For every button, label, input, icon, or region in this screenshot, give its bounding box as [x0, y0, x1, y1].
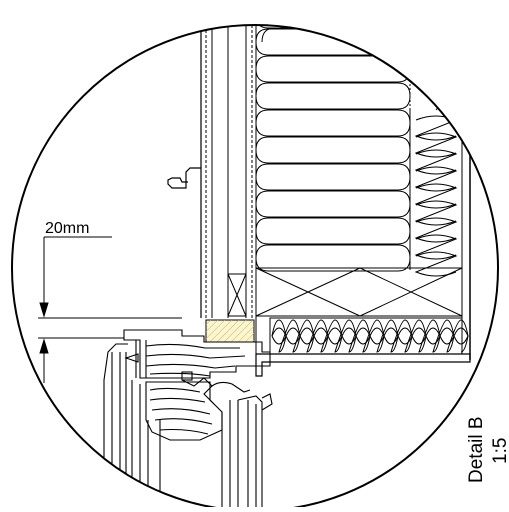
right-insulation — [409, 89, 471, 360]
dimension-arrow-down — [39, 302, 49, 318]
insulation-loop — [414, 149, 458, 175]
dimension-annotation — [38, 236, 182, 383]
insulation-batt — [255, 244, 411, 272]
detail-circle — [11, 24, 499, 512]
detail-scale: 1:5 — [490, 438, 509, 464]
insulation-batt — [255, 217, 411, 245]
insulation-batts — [255, 25, 411, 270]
hatched-seal — [205, 319, 255, 343]
insulation-batt — [255, 190, 411, 218]
window-frame — [103, 329, 273, 507]
timber-batten — [227, 273, 247, 317]
insulation-batt — [255, 28, 411, 56]
insulation-batt — [255, 55, 411, 83]
insulation-loop — [414, 132, 458, 158]
insulation-loop — [414, 217, 458, 243]
wall-cross-zone — [255, 267, 463, 317]
insulation-batt — [255, 163, 411, 191]
insulation-loop — [414, 234, 458, 260]
dimension-label: 20mm — [45, 220, 89, 237]
dimension-arrow-up — [39, 338, 49, 354]
insulation-batt — [255, 25, 411, 29]
insulation-loop — [414, 251, 458, 277]
detail-title: Detail B — [466, 416, 487, 483]
insulation-batt — [255, 136, 411, 164]
insulation-loop — [414, 183, 458, 209]
insulation-loop — [414, 200, 458, 226]
detail-contents — [103, 25, 471, 507]
lintel-plate — [255, 318, 471, 377]
lintel-insulation-loop — [453, 327, 469, 345]
insulation-batt — [255, 109, 411, 137]
insulation-batt-rows — [255, 25, 411, 272]
cladding-bracket — [167, 167, 201, 189]
lintel-insulation — [269, 317, 469, 355]
cladding-layers — [200, 25, 257, 318]
insulation-loop — [414, 115, 458, 141]
insulation-loop — [414, 166, 458, 192]
insulation-batt — [255, 82, 411, 110]
